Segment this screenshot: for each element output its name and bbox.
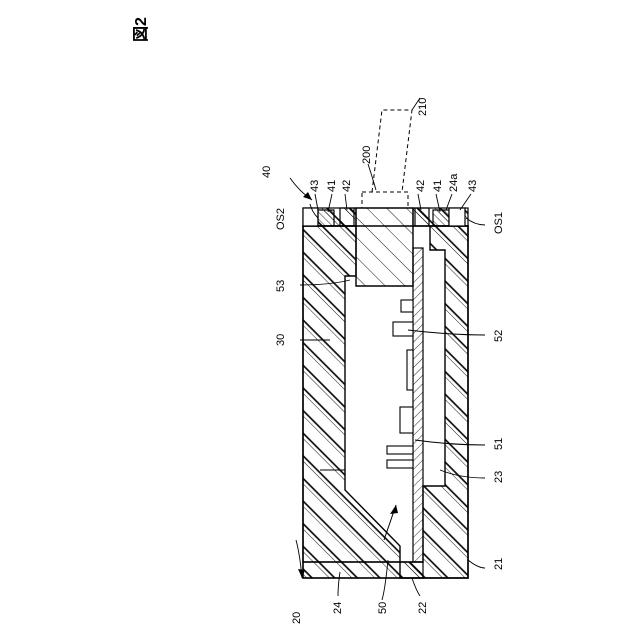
label-52: 52 [493, 330, 505, 342]
label-210: 210 [417, 98, 429, 116]
member-41-left [318, 210, 334, 226]
label-50: 50 [377, 602, 389, 614]
label-43-left: 43 [309, 180, 321, 192]
label-21: 21 [493, 558, 505, 570]
label-30: 30 [275, 334, 287, 346]
label-40: 40 [261, 166, 273, 178]
label-24a: 24a [448, 173, 460, 192]
sensor-block-53 [356, 208, 413, 286]
label-53: 53 [275, 280, 287, 292]
label-51: 51 [493, 438, 505, 450]
cable-210 [372, 110, 412, 192]
member-42-right [415, 208, 429, 226]
label-os1: OS1 [493, 212, 505, 234]
label-23: 23 [493, 471, 505, 483]
member-43-left [303, 208, 318, 226]
member-42-left [340, 208, 354, 226]
arrowhead-40 [303, 192, 312, 200]
label-41-left: 41 [326, 180, 338, 192]
board-22 [413, 248, 423, 562]
label-43-right: 43 [467, 180, 479, 192]
bottom-wall-24 [303, 562, 423, 578]
arrowhead-50 [390, 505, 398, 514]
figure-title: 図2 [132, 17, 150, 42]
components-52 [387, 300, 413, 468]
label-200: 200 [361, 146, 373, 164]
member-41-right [433, 210, 449, 226]
label-24: 24 [332, 602, 344, 614]
label-41-right: 41 [432, 180, 444, 192]
label-20: 20 [291, 612, 303, 624]
label-42-right: 42 [415, 180, 427, 192]
external-object-200 [362, 192, 408, 208]
member-43-right [449, 208, 465, 226]
label-os2: OS2 [275, 208, 287, 230]
label-42-left: 42 [341, 180, 353, 192]
label-22: 22 [417, 602, 429, 614]
